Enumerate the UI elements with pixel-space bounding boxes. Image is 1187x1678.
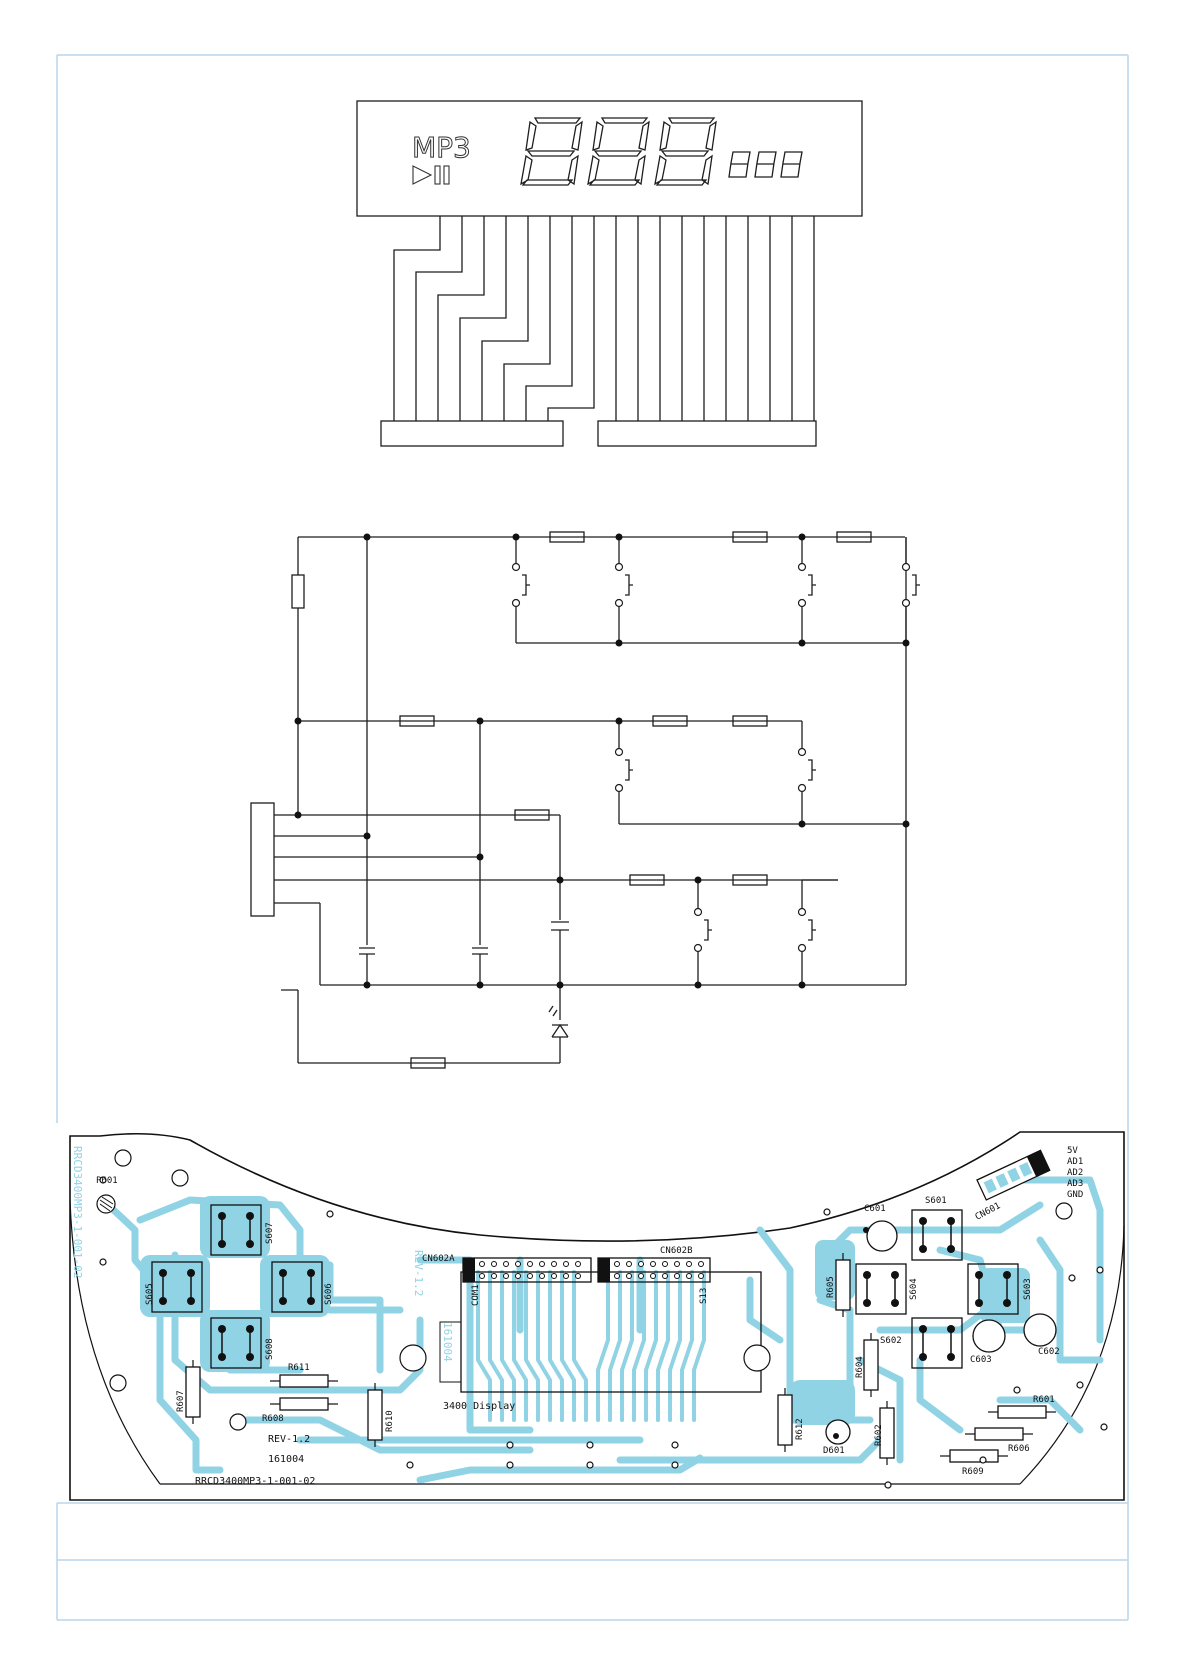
label-r609: R609 [962,1467,984,1477]
label-c602: C602 [1038,1347,1060,1357]
label-d601: D601 [823,1446,845,1456]
label-c601: C601 [864,1204,886,1214]
pin-label-gnd: GND [1067,1190,1083,1200]
cn601-pin-labels: 5V AD1 AD2 AD3 GND [1067,1146,1083,1200]
label-r612: R612 [795,1418,805,1440]
lcd-small-digits [729,152,802,177]
label-c603: C603 [970,1355,992,1365]
label-r605: R605 [826,1276,836,1298]
label-s601: S601 [925,1196,947,1206]
pin-label-ad1: AD1 [1067,1157,1083,1167]
label-s604: S604 [909,1278,919,1300]
label-r608: R608 [262,1414,284,1424]
label-r610: R610 [385,1410,395,1432]
label-p601: P601 [96,1176,118,1186]
label-s608: S608 [265,1338,275,1360]
label-s607: S607 [265,1222,275,1244]
pcb-title-code: RRCD3400MP3-1-001-02 [195,1476,315,1487]
label-cn601: CN601 [974,1201,1003,1223]
label-r606: R606 [1008,1444,1030,1454]
pcb-revision: REV-1.2 [268,1434,310,1445]
label-s602: S602 [880,1336,902,1346]
label-cn602a: CN602A [422,1254,455,1264]
junction-dots [295,534,910,989]
pin-label-5v: 5V [1067,1146,1078,1156]
pcb-display-label: 3400 Display [443,1401,515,1412]
pcb-layout [70,1132,1124,1500]
sheet-frame [57,55,1128,1620]
label-cn602b: CN602B [660,1246,693,1256]
pcb-date: 161004 [268,1454,304,1465]
lcd-ribbon-wires [381,216,816,446]
lcd-main-digits [521,118,716,185]
label-s13: S13 [699,1288,709,1304]
label-r607: R607 [176,1390,186,1412]
pcb-mirror-code: RRCD3400MP3-1-001-02 [71,1146,84,1278]
label-s606: S606 [324,1283,334,1305]
pin-label-ad2: AD2 [1067,1168,1083,1178]
keypad-schematic [251,532,920,1068]
play-pause-icon [413,166,449,184]
label-r604: R604 [855,1356,865,1378]
label-r601: R601 [1033,1395,1055,1405]
label-s603: S603 [1023,1278,1033,1300]
pcb-mirror-date: 161004 [441,1322,454,1362]
label-r611: R611 [288,1363,310,1373]
lcd-mode-text: MP3 [412,131,471,164]
label-com1: COM1 [471,1284,481,1306]
label-r602: R602 [874,1424,884,1446]
label-s605: S605 [145,1283,155,1305]
pin-label-ad3: AD3 [1067,1179,1083,1189]
